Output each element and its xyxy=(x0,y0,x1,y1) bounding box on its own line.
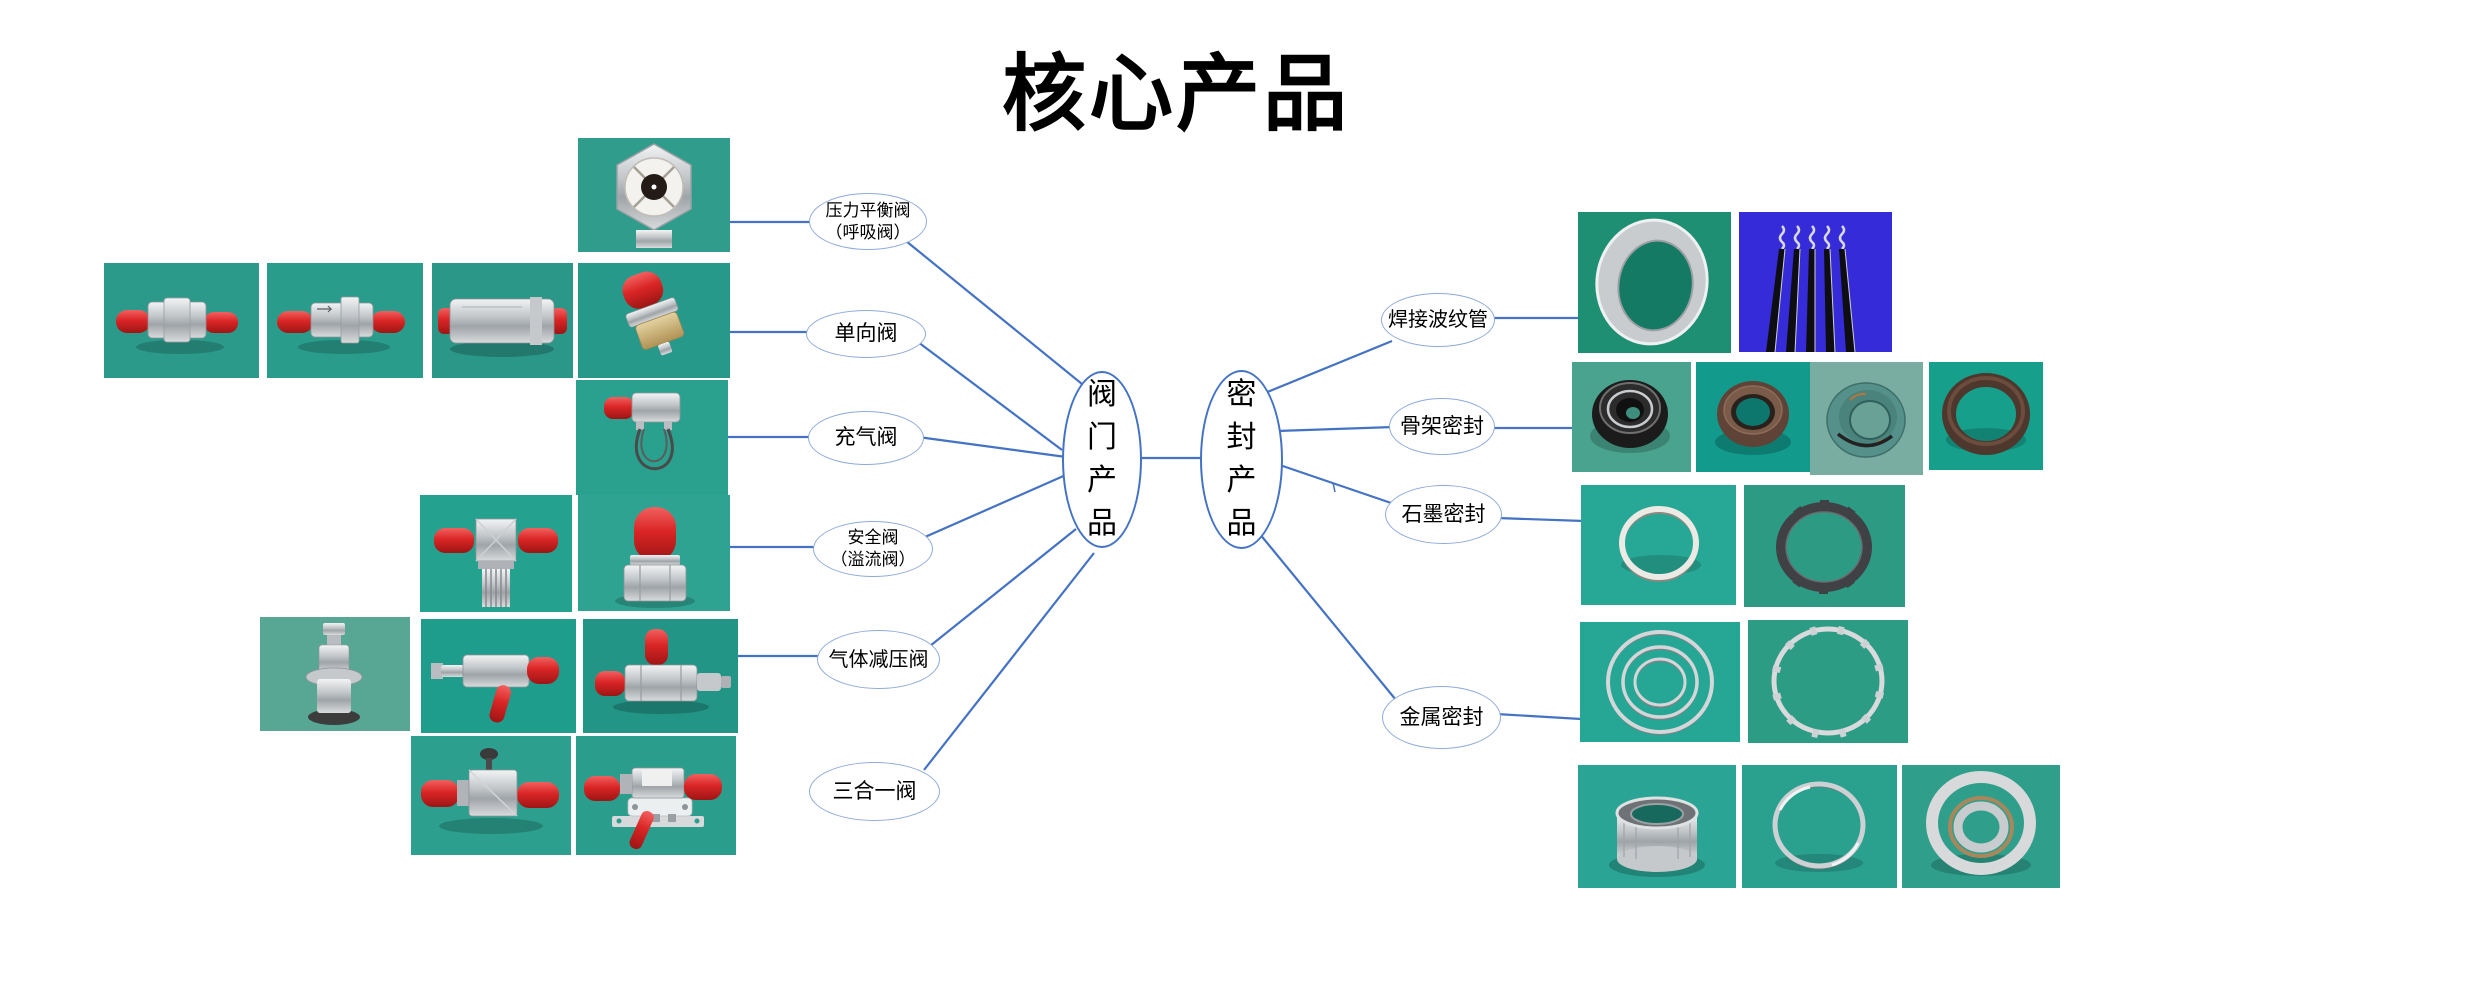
branch-label: 充气阀 xyxy=(834,426,898,449)
node-char: 封 xyxy=(1226,421,1257,454)
branch-safety-valve: 安全阀 （溢流阀） xyxy=(813,521,933,577)
branch-label: 焊接波纹管 xyxy=(1388,309,1488,331)
branch-three-in-one-valve: 三合一阀 xyxy=(809,762,940,821)
line-seals-to-skeleton xyxy=(1276,425,1395,433)
photo-three-in-one-valve-2 xyxy=(576,736,736,855)
node-char: 门 xyxy=(1087,421,1117,454)
photo-graphite-seal-2 xyxy=(1744,485,1905,607)
branch-graphite-seal: 石墨密封 xyxy=(1385,485,1502,544)
line-check-valve-to-valves xyxy=(917,341,1063,451)
photo-metal-seal-1 xyxy=(1580,622,1740,742)
photo-metal-seal-3 xyxy=(1578,765,1736,888)
photo-welded-bellows-1 xyxy=(1578,212,1731,353)
branch-skeleton-seal: 骨架密封 xyxy=(1389,398,1495,455)
photo-inflation-valve xyxy=(576,380,728,495)
node-char: 产 xyxy=(1226,464,1257,497)
branch-label: 气体减压阀 xyxy=(828,648,929,671)
photo-skeleton-seal-1 xyxy=(1572,362,1691,472)
line-safety-to-valves xyxy=(924,472,1069,539)
line-graphite-to-photo xyxy=(1496,516,1585,523)
line-pressure-balance-to-valves xyxy=(905,240,1083,385)
branch-label: 安全阀 xyxy=(847,528,899,547)
photo-gas-regulator-2 xyxy=(421,619,576,733)
branch-label: 金属密封 xyxy=(1399,705,1484,729)
photo-welded-bellows-2 xyxy=(1739,212,1892,352)
line-seals-to-bellows xyxy=(1264,339,1393,395)
node-seal-products: 密 封 产 品 xyxy=(1200,370,1283,549)
line-inflation-to-valves xyxy=(917,435,1067,459)
branch-welded-bellows: 焊接波纹管 xyxy=(1381,293,1495,347)
node-char: 产 xyxy=(1087,464,1117,497)
branch-label: 压力平衡阀 xyxy=(825,200,911,220)
branch-check-valve: 单向阀 xyxy=(806,310,926,358)
node-char: 品 xyxy=(1226,507,1257,540)
photo-metal-seal-2 xyxy=(1748,620,1908,743)
photo-skeleton-seal-2 xyxy=(1696,362,1810,472)
branch-inflation-valve: 充气阀 xyxy=(808,411,924,465)
line-metal-to-photo xyxy=(1495,712,1582,721)
branch-pressure-balance-valve: 压力平衡阀 （呼吸阀） xyxy=(809,193,927,250)
photo-pressure-balance-valve xyxy=(578,138,730,252)
line-seals-to-graphite xyxy=(1270,460,1398,507)
branch-label: 单向阀 xyxy=(834,322,898,345)
photo-check-valve-1 xyxy=(104,263,259,378)
photo-gas-regulator-3 xyxy=(583,619,738,733)
node-char: 阀 xyxy=(1087,378,1117,411)
photo-safety-valve-1 xyxy=(420,495,572,612)
node-valve-products: 阀 门 产 品 xyxy=(1062,371,1142,548)
line-three-in-one-to-valves xyxy=(923,552,1095,771)
branch-label-sub: （溢流阀） xyxy=(830,550,916,569)
node-char: 品 xyxy=(1087,507,1117,540)
photo-safety-valve-2 xyxy=(578,495,730,611)
photo-metal-seal-4 xyxy=(1742,765,1897,888)
photo-gas-regulator-1 xyxy=(260,617,410,731)
branch-metal-seal: 金属密封 xyxy=(1382,686,1501,749)
photo-skeleton-seal-4 xyxy=(1929,362,2043,470)
branch-label: 三合一阀 xyxy=(832,779,917,803)
branch-label: 石墨密封 xyxy=(1401,502,1486,526)
photo-skeleton-seal-3 xyxy=(1810,362,1923,475)
page-title: 核心产品 xyxy=(1002,47,1351,141)
stray-tick xyxy=(1332,482,1336,493)
branch-label: 骨架密封 xyxy=(1400,414,1484,438)
node-char: 密 xyxy=(1226,378,1257,411)
line-regulator-to-valves xyxy=(929,528,1077,647)
branch-label-sub: （呼吸阀） xyxy=(825,222,911,242)
photo-check-valve-4 xyxy=(578,263,730,378)
branch-gas-pressure-regulator: 气体减压阀 xyxy=(817,630,940,689)
photo-metal-seal-5 xyxy=(1902,765,2060,888)
photo-three-in-one-valve-1 xyxy=(411,736,571,855)
photo-graphite-seal-1 xyxy=(1581,485,1736,605)
line-seals-to-metal xyxy=(1258,532,1397,701)
photo-check-valve-3 xyxy=(432,263,573,378)
photo-check-valve-2 xyxy=(267,263,423,378)
